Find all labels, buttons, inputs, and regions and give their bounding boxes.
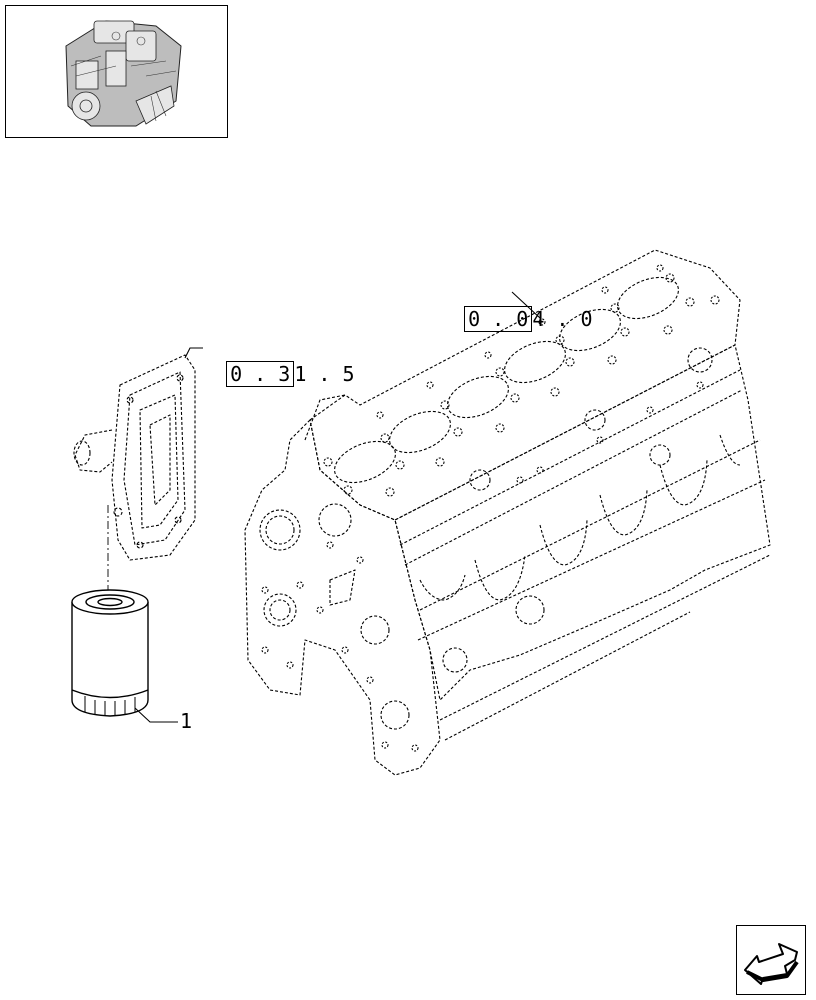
callout-oil-cover-box[interactable]: 0 . 3	[226, 361, 295, 387]
next-page-button[interactable]	[736, 925, 806, 995]
leader-lines	[134, 291, 541, 723]
callout-oil-cover-tail: 1 . 5	[294, 362, 355, 386]
oil-filter-cover	[73, 354, 196, 561]
oil-filter-cartridge	[71, 589, 149, 717]
engine-thumbnail-icon	[65, 20, 182, 127]
leader-block	[511, 291, 541, 319]
callout-filter-number: 1	[180, 709, 193, 733]
engine-thumbnail	[5, 5, 228, 138]
leader-cover	[184, 347, 203, 359]
next-page-arrow-icon	[744, 943, 799, 985]
leader-filter	[134, 707, 178, 723]
engine-block	[244, 249, 771, 776]
callout-engine-block-box[interactable]: 0 . 0	[464, 306, 533, 332]
callout-engine-block-tail: 4 . 0	[532, 307, 593, 331]
